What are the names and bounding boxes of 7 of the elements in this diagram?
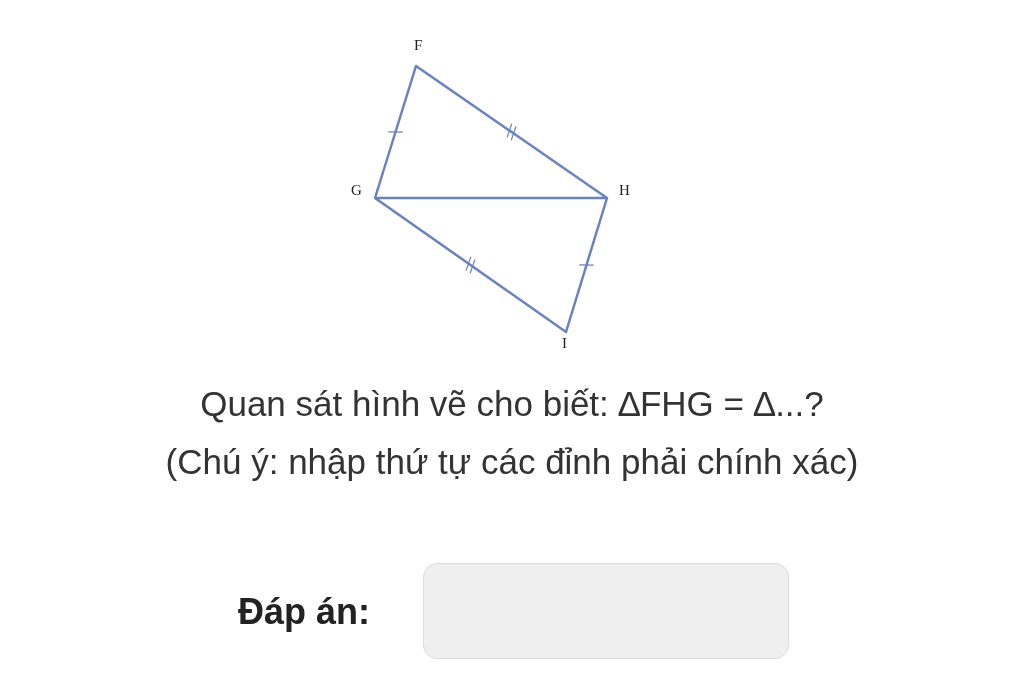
vertex-label: I — [562, 336, 567, 351]
vertex-label: G — [351, 183, 362, 198]
note-text: (Chú ý: nhập thứ tự các đỉnh phải chính xác) — [165, 441, 859, 483]
answer-label: Đáp án: — [238, 590, 370, 634]
question-text: Quan sát hình vẽ cho biết: ∆FHG = ∆...? — [200, 383, 824, 425]
vertex-label: F — [414, 38, 423, 53]
vertex-label: H — [619, 183, 630, 198]
